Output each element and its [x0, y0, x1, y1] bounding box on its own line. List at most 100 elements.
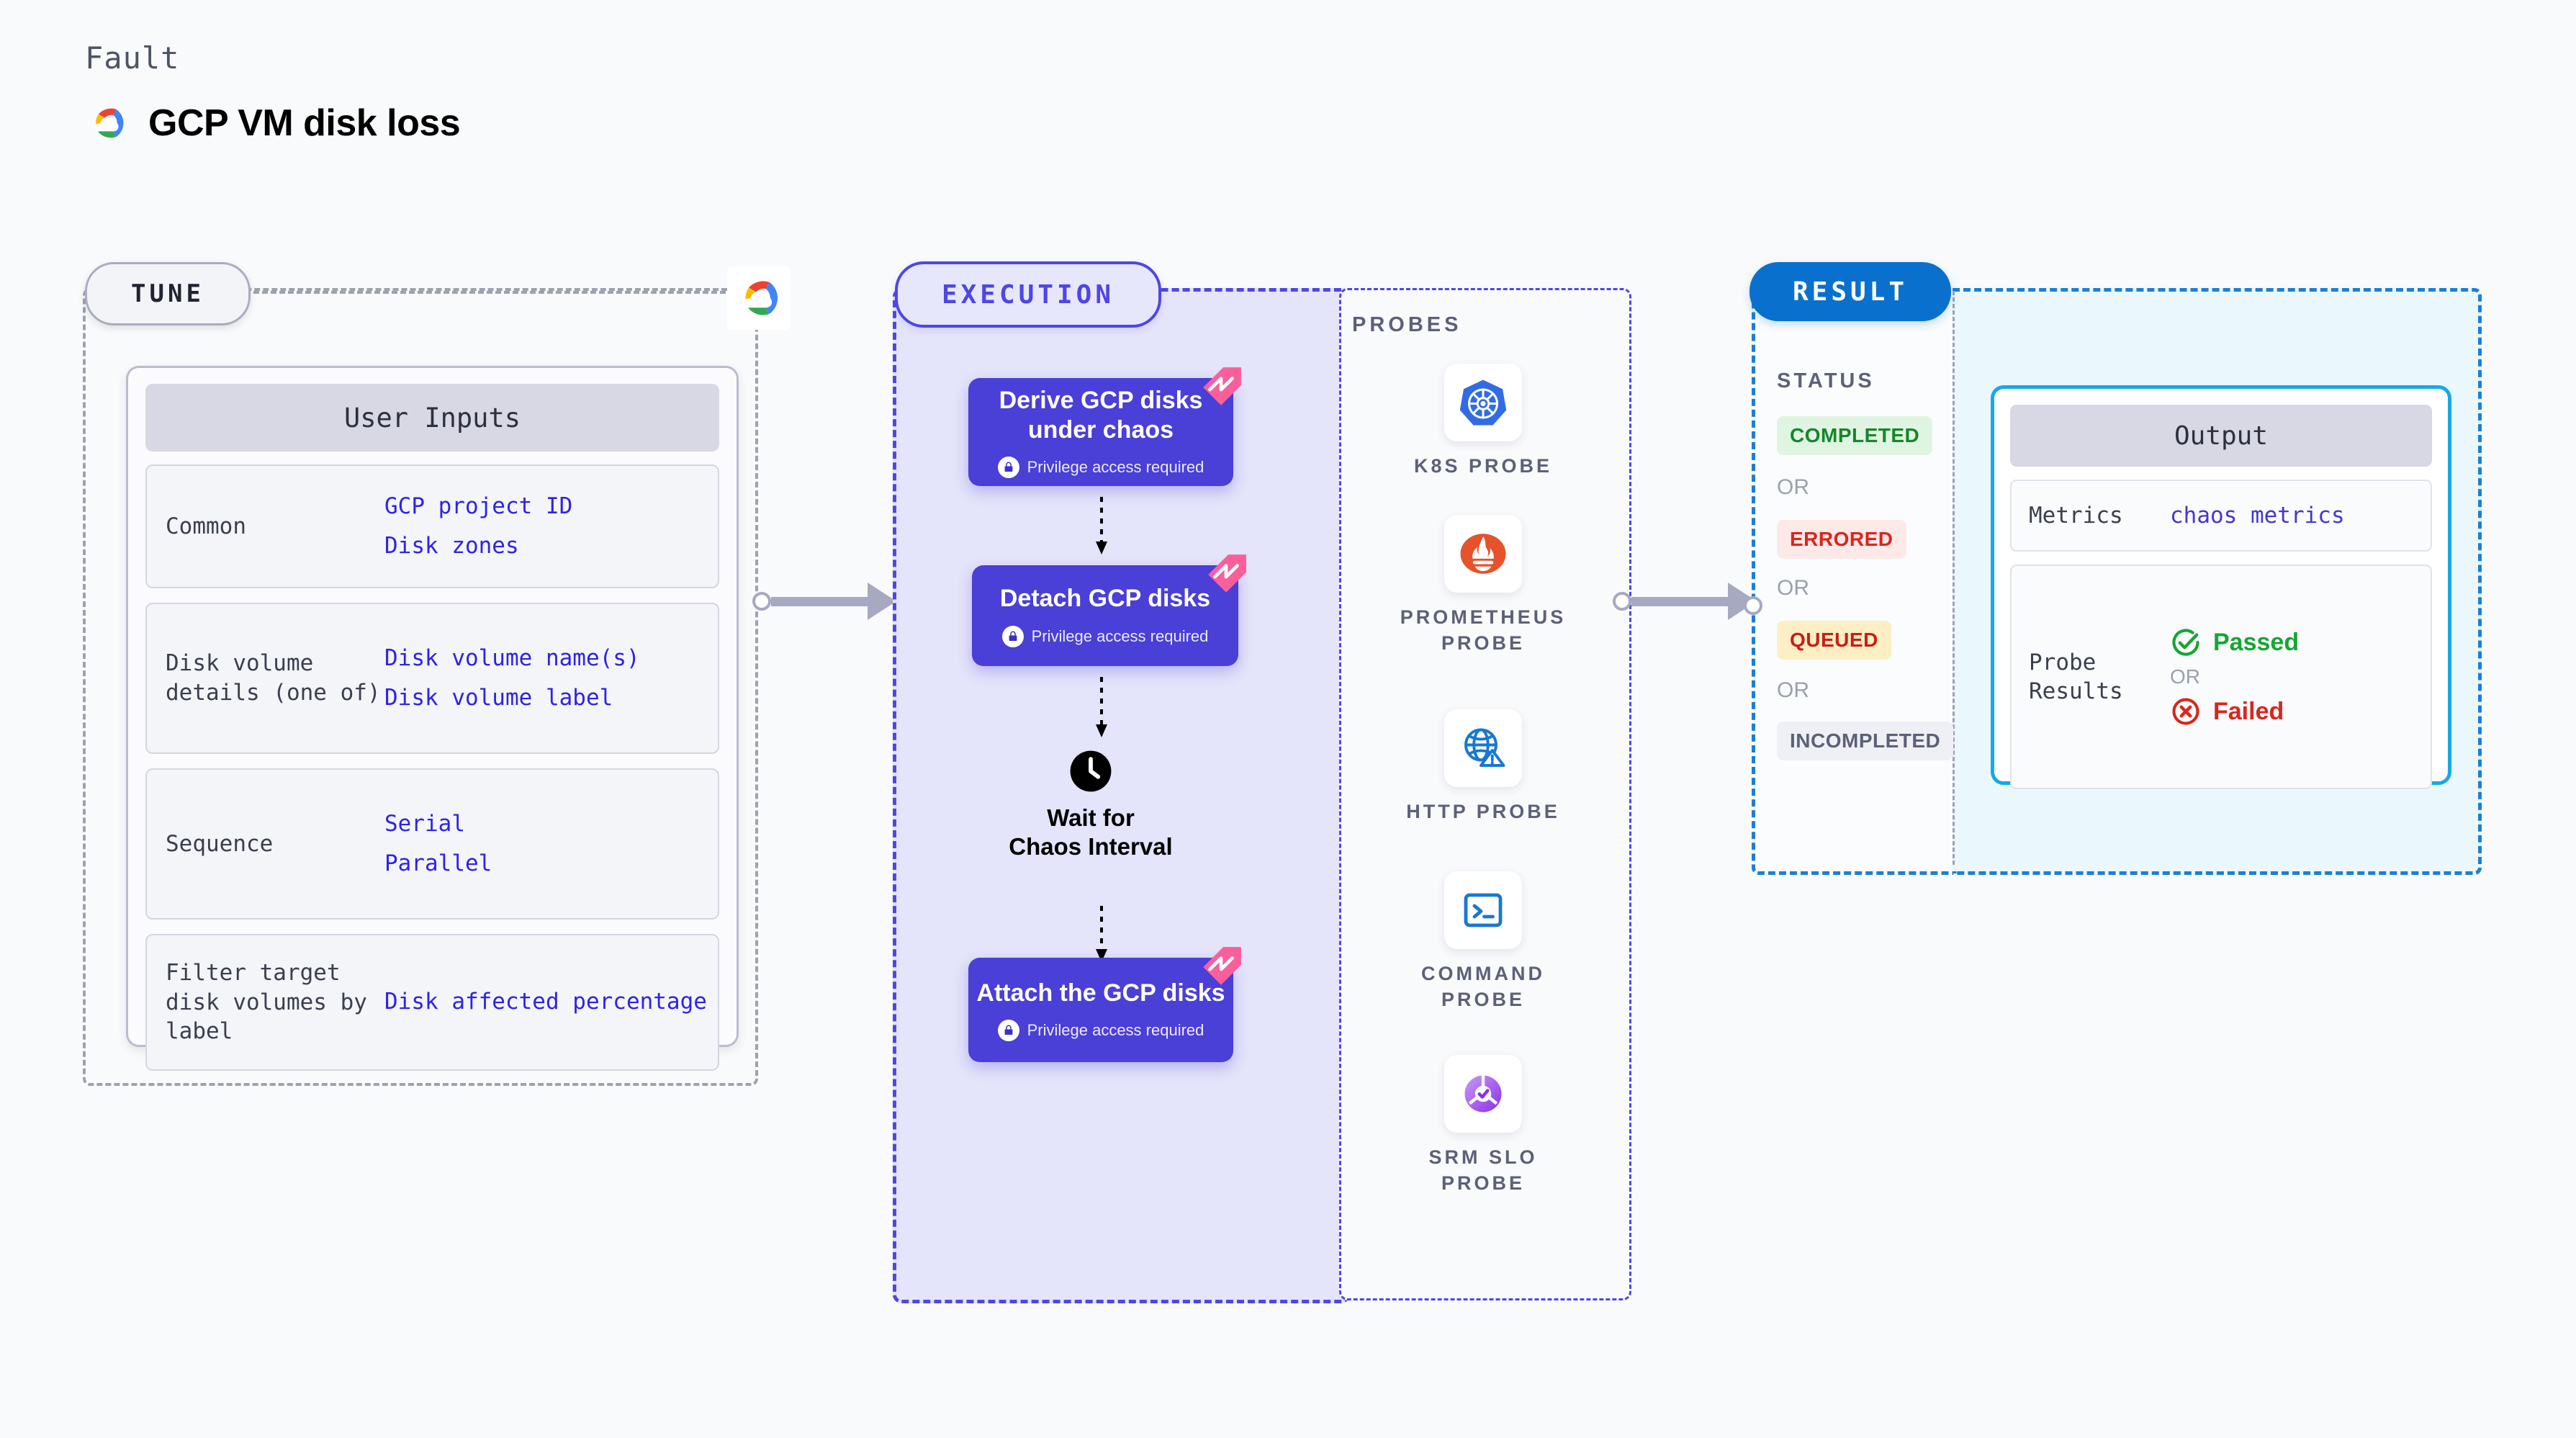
tune-pill[interactable]: TUNE: [85, 262, 251, 325]
page-title-row: GCP VM disk loss: [85, 101, 461, 145]
input-row-disk-volume-details[interactable]: Disk volume details (one of) Disk volume…: [145, 603, 719, 754]
probe-result-failed-label: Failed: [2213, 697, 2284, 725]
probe-item-http[interactable]: HTTP PROBE: [1397, 709, 1570, 824]
connector-start-dot: [752, 592, 771, 611]
probe-label: K8S PROBE: [1413, 455, 1553, 477]
execution-step-title: Derive GCP disks under chaos: [999, 386, 1203, 444]
execution-step-card[interactable]: Detach GCP disks Privilege access requir…: [972, 554, 1246, 666]
connector-arrowhead: [868, 583, 896, 620]
metrics-value[interactable]: chaos metrics: [2170, 503, 2345, 529]
input-row-label: Common: [166, 513, 246, 539]
input-value[interactable]: Parallel: [384, 850, 492, 876]
probe-results-stack: Passed OR Failed: [2170, 626, 2299, 727]
execution-step-card[interactable]: Attach the GCP disks Privilege access re…: [968, 947, 1241, 1062]
http-globe-icon: [1444, 709, 1522, 787]
terminal-icon: [1444, 871, 1522, 949]
probe-label: HTTP PROBE: [1406, 801, 1560, 822]
privilege-note-text: Privilege access required: [1031, 626, 1209, 645]
status-or-label: OR: [1777, 576, 1809, 600]
connector-bar: [1631, 596, 1729, 606]
connector-end-dot: [1744, 596, 1762, 615]
input-value[interactable]: Serial: [384, 810, 465, 837]
input-value[interactable]: Disk affected percentage: [384, 989, 707, 1015]
probe-result-passed-label: Passed: [2213, 628, 2300, 656]
clock-icon: [1070, 750, 1112, 792]
probe-item-prometheus[interactable]: PROMETHEUS PROBE: [1397, 515, 1570, 657]
status-badge-errored[interactable]: ERRORED: [1777, 520, 1906, 559]
output-row-metrics[interactable]: Metrics chaos metrics: [2010, 480, 2432, 552]
probe-result-failed: Failed: [2170, 696, 2299, 727]
execution-pill[interactable]: EXECUTION: [895, 261, 1161, 328]
input-row-values: GCP project ID Disk zones: [384, 493, 572, 560]
privilege-note-text: Privilege access required: [1027, 458, 1204, 477]
input-row-sequence[interactable]: Sequence Serial Parallel: [145, 768, 719, 920]
tune-panel: [83, 288, 758, 1086]
tune-gcp-badge: [727, 266, 791, 330]
status-title: STATUS: [1777, 369, 1875, 392]
page-title: GCP VM disk loss: [148, 102, 461, 144]
kubernetes-icon: [1444, 364, 1522, 441]
probe-label: SRM SLO PROBE: [1428, 1146, 1538, 1195]
privilege-note-text: Privilege access required: [1027, 1021, 1204, 1040]
user-inputs-heading: User Inputs: [145, 384, 719, 451]
output-row-label: Probe Results: [2029, 649, 2123, 704]
output-heading: Output: [2010, 405, 2432, 467]
output-card: Output Metrics chaos metrics Probe Resul…: [1991, 385, 2451, 789]
privilege-note: Privilege access required: [997, 1020, 1204, 1042]
input-value[interactable]: Disk zones: [384, 533, 519, 559]
privilege-note: Privilege access required: [1001, 625, 1209, 647]
status-or-label: OR: [1777, 678, 1809, 702]
connector-execution-to-result: [1613, 583, 1757, 620]
input-row-common[interactable]: Common GCP project ID Disk zones: [145, 464, 719, 588]
fault-kicker: Fault: [85, 40, 180, 76]
status-badge-completed[interactable]: COMPLETED: [1777, 416, 1933, 455]
probe-item-command[interactable]: COMMAND PROBE: [1397, 871, 1570, 1013]
execution-step-card[interactable]: Derive GCP disks under chaos Privilege a…: [968, 367, 1241, 486]
privilege-note: Privilege access required: [997, 457, 1204, 479]
status-or-label: OR: [1777, 475, 1809, 499]
wait-node-label: Wait for Chaos Interval: [1009, 804, 1173, 860]
step-connector-arrow: [1096, 497, 1107, 554]
result-status-panel: [1752, 288, 1957, 875]
execution-step-title: Detach GCP disks: [999, 585, 1211, 613]
input-row-filter-target[interactable]: Filter target disk volumes by label Disk…: [145, 934, 719, 1071]
srm-slo-icon: [1444, 1055, 1522, 1133]
probe-result-passed: Passed: [2170, 626, 2299, 658]
input-value[interactable]: GCP project ID: [384, 493, 573, 519]
status-badge-incompleted[interactable]: INCOMPLETED: [1777, 722, 1954, 760]
user-inputs-card: User Inputs Common GCP project ID Disk z…: [126, 366, 739, 1071]
gcp-logo-icon: [744, 281, 778, 315]
execution-step-title: Attach the GCP disks: [976, 979, 1225, 1007]
x-circle-icon: [2172, 698, 2199, 725]
input-row-values: Disk affected percentage: [384, 989, 707, 1015]
probe-result-or-label: OR: [2170, 665, 2200, 688]
input-value[interactable]: Disk volume name(s): [384, 644, 640, 671]
status-badge-queued[interactable]: QUEUED: [1777, 621, 1891, 660]
gcp-logo-icon: [94, 108, 124, 138]
result-pill[interactable]: RESULT: [1749, 262, 1951, 321]
input-row-label: Disk volume details (one of): [166, 650, 381, 706]
litmus-flag-icon: [1208, 554, 1246, 593]
step-connector-arrow: [1096, 906, 1107, 962]
probes-title: PROBES: [1352, 313, 1462, 336]
step-connector-arrow: [1096, 677, 1107, 737]
connector-tune-to-execution: [752, 583, 896, 620]
probe-item-k8s[interactable]: K8S PROBE: [1397, 364, 1570, 479]
litmus-flag-icon: [1203, 367, 1241, 405]
output-row-probe-results[interactable]: Probe Results Passed OR Failed: [2010, 565, 2432, 789]
input-value[interactable]: Disk volume label: [384, 685, 613, 711]
probe-item-srm-slo[interactable]: SRM SLO PROBE: [1397, 1055, 1570, 1197]
litmus-flag-icon: [1203, 947, 1241, 985]
lock-icon: [997, 457, 1019, 479]
input-row-values: Serial Parallel: [384, 811, 492, 877]
input-row-label: Filter target disk volumes by label: [166, 959, 367, 1045]
wait-for-chaos-node[interactable]: Wait for Chaos Interval: [1008, 749, 1174, 862]
input-row-label: Sequence: [166, 830, 274, 857]
result-panel-divider: [1953, 291, 1955, 865]
prometheus-icon: [1444, 515, 1522, 593]
input-row-values: Disk volume name(s) Disk volume label: [384, 645, 640, 711]
lock-icon: [997, 1020, 1019, 1042]
connector-bar: [771, 596, 869, 606]
probe-label: PROMETHEUS PROBE: [1400, 606, 1567, 655]
